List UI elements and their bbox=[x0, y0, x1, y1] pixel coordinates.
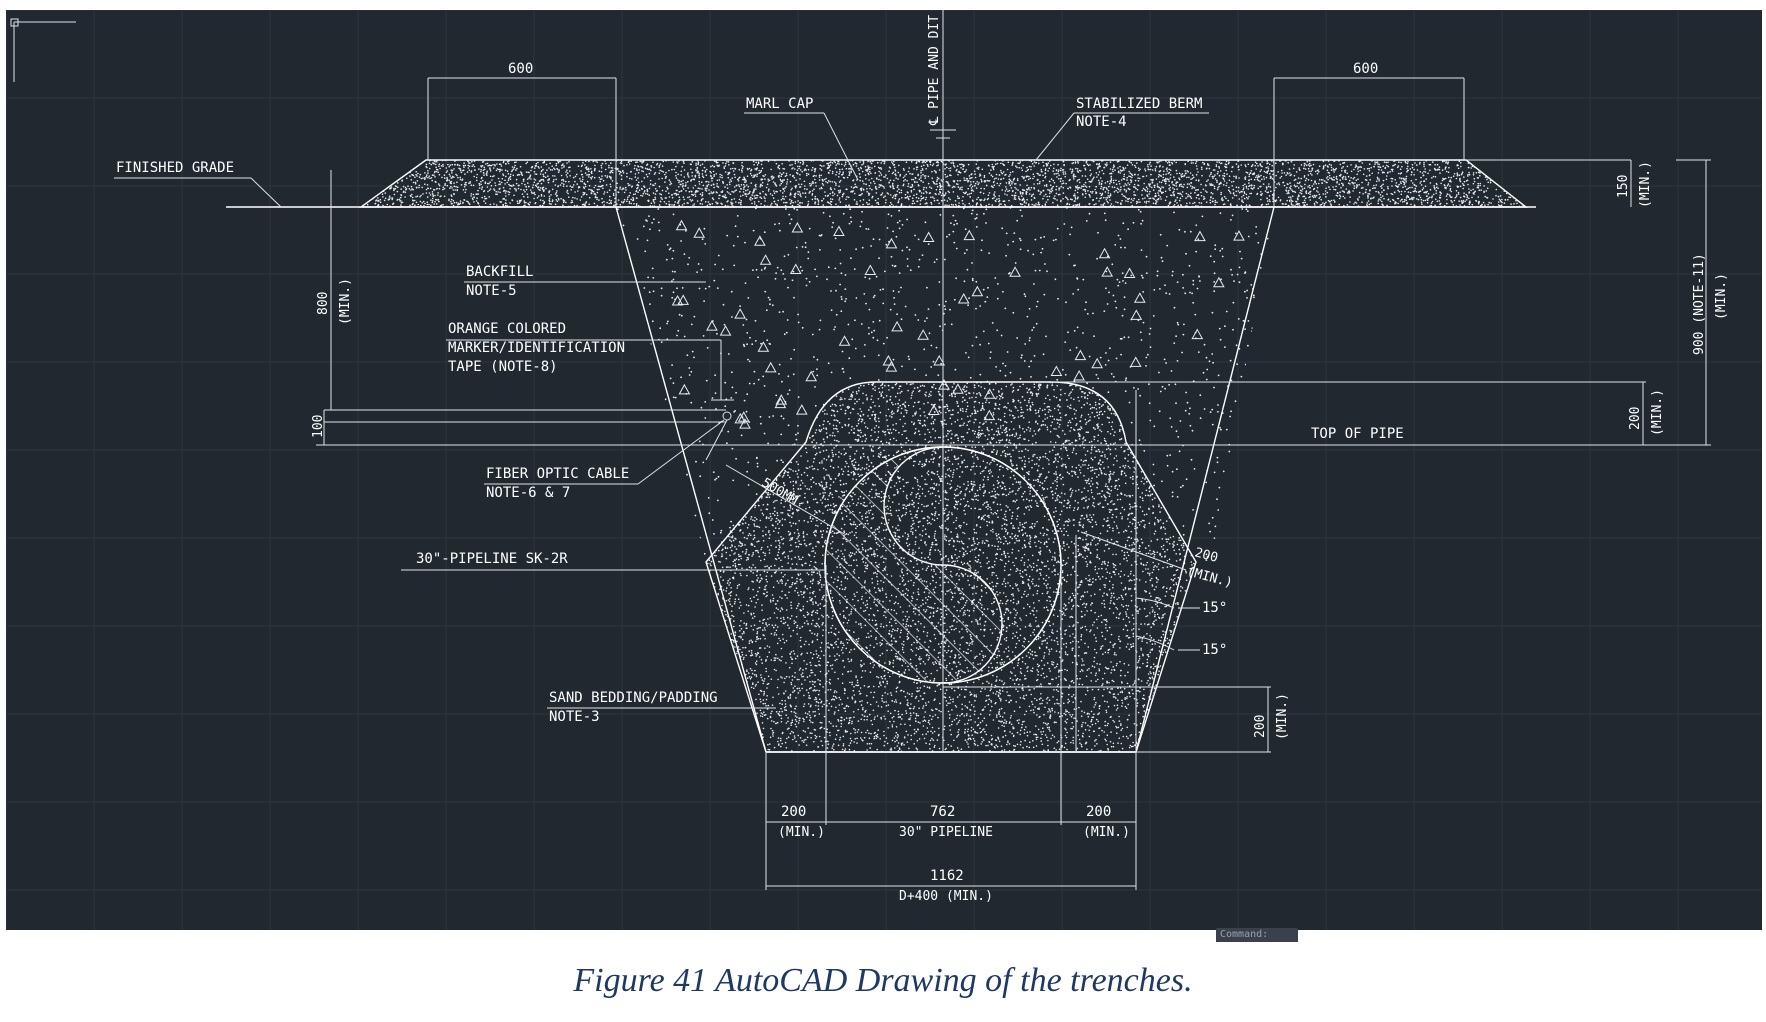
dim-800: 800 (MIN.) bbox=[316, 170, 353, 410]
dim-200-bedding: 200 (MIN.) bbox=[943, 686, 1290, 753]
dim-100: 100 bbox=[311, 409, 726, 445]
dim-1162: 1162 bbox=[930, 868, 964, 884]
dim-200-bottom-right: 200 bbox=[1086, 804, 1111, 820]
orange-tape-label: ORANGE COLORED MARKER/IDENTIFICATION TAP… bbox=[446, 321, 734, 401]
command-line-tab[interactable]: Command: bbox=[1216, 928, 1298, 942]
dim-762: 762 bbox=[930, 804, 955, 820]
figure-caption: Figure 41 AutoCAD Drawing of the trenche… bbox=[573, 962, 1193, 999]
dim-600-left: 600 bbox=[427, 61, 617, 207]
pipeline-label: 30"-PIPELINE SK-2R bbox=[401, 551, 826, 571]
dim-200-top: 200 (MIN.) bbox=[1051, 381, 1665, 445]
dim-200-bottom-left: 200 bbox=[781, 804, 806, 820]
stabilized-berm-label: STABILIZED BERM NOTE-4 bbox=[1035, 96, 1209, 161]
dim-150: 150 (MIN.) bbox=[1466, 159, 1653, 208]
ucs-icon bbox=[10, 18, 76, 82]
sand-bedding-label: SAND BEDDING/PADDING NOTE-3 bbox=[547, 690, 776, 725]
trench-drawing: ℄ PIPE AND DIT 600 600 MARL CAP STABILIZ… bbox=[6, 10, 1762, 930]
dim-600-right: 600 bbox=[1273, 61, 1465, 207]
top-of-pipe-line: TOP OF PIPE bbox=[316, 426, 1711, 446]
backfill-label: BACKFILL NOTE-5 bbox=[464, 264, 706, 299]
autocad-canvas[interactable]: ℄ PIPE AND DIT 600 600 MARL CAP STABILIZ… bbox=[6, 10, 1762, 942]
finished-grade-label: FINISHED GRADE bbox=[114, 160, 282, 208]
dim-bottom: 200 (MIN.) 762 30" PIPELINE 200 (MIN.) 1… bbox=[765, 565, 1137, 904]
marl-cap-label: MARL CAP bbox=[744, 96, 859, 181]
angle-markers: 15° 15° bbox=[1075, 390, 1227, 752]
trench-walls bbox=[615, 206, 1275, 753]
marl-cap-berm bbox=[358, 159, 1529, 208]
dim-900: 900 (NOTE-11) (MIN.) bbox=[1676, 159, 1729, 446]
fiber-optic-label: FIBER OPTIC CABLE NOTE-6 & 7 bbox=[484, 411, 732, 501]
centerline-label: ℄ PIPE AND DIT bbox=[927, 15, 942, 126]
